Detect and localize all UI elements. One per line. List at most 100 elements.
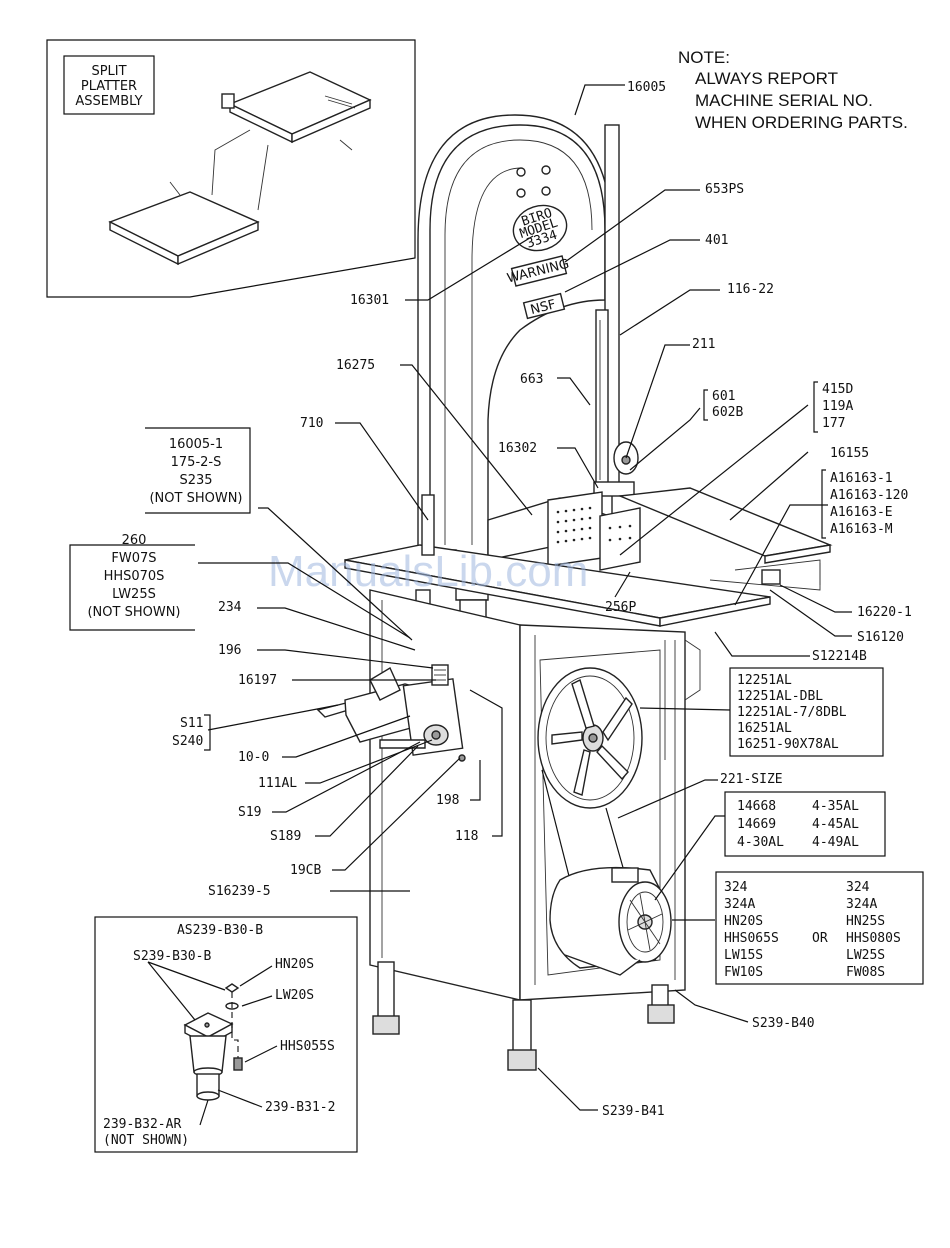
label-19cb: 19CB [290, 863, 321, 878]
group-260-line-1: 260 [122, 533, 147, 548]
label-16005: 16005 [627, 80, 666, 95]
label-211: 211 [692, 337, 715, 352]
label-601: 601 [712, 389, 735, 404]
motor-right-5: LW25S [846, 948, 885, 963]
label-s16120: S16120 [857, 630, 904, 645]
guard-perforations [556, 506, 632, 544]
group-12251-line-2: 12251AL-DBL [737, 689, 823, 704]
label-239-b31-2: 239-B31-2 [265, 1100, 335, 1115]
group-14668-r3c2: 4-49AL [812, 835, 859, 850]
motor-left-4: HHS065S [724, 931, 779, 946]
label-s239-b41: S239-B41 [602, 1104, 665, 1119]
motor-left-6: FW10S [724, 965, 763, 980]
bracket-601 [703, 389, 708, 421]
label-198: 198 [436, 793, 459, 808]
group-12251-line-3: 12251AL-7/8DBL [737, 705, 847, 720]
label-415d: 415D [822, 382, 853, 397]
note-line-4: WHEN ORDERING PARTS. [695, 113, 908, 132]
label-s11: S11 [180, 716, 203, 731]
lower-platter-drawing [108, 181, 260, 266]
label-s19: S19 [238, 805, 261, 820]
inset-label-2: PLATTER [81, 79, 137, 94]
note-line-3: MACHINE SERIAL NO. [695, 91, 873, 110]
motor-or: OR [812, 931, 828, 946]
group-14668-r2c2: 4-45AL [812, 817, 859, 832]
legs [372, 961, 675, 1071]
label-16301: 16301 [350, 293, 389, 308]
label-s239-b30-b: S239-B30-B [133, 949, 211, 964]
label-16155: 16155 [830, 446, 869, 461]
motor [549, 866, 672, 976]
label-710: 710 [300, 416, 323, 431]
label-256p: 256P [605, 600, 636, 615]
group-12251al: 12251AL 12251AL-DBL 12251AL-7/8DBL 16251… [729, 667, 884, 757]
label-401: 401 [705, 233, 728, 248]
label-a16163-120: A16163-120 [830, 488, 908, 503]
label-602b: 602B [712, 405, 743, 420]
nsf-plate: NSF [529, 297, 557, 318]
group-16005-1-line-4: (NOT SHOWN) [149, 491, 242, 506]
group-14668: 14668 4-35AL 14669 4-45AL 4-30AL 4-49AL [724, 791, 886, 857]
label-118: 118 [455, 829, 478, 844]
band-saw-machine: BIRO MODEL 3334 WARNING NSF [316, 114, 833, 1071]
group-14668-r1c1: 14668 [737, 799, 776, 814]
label-663: 663 [520, 372, 543, 387]
label-a16163-1: A16163-1 [830, 471, 893, 486]
bracket-s11 [204, 714, 211, 751]
label-177: 177 [822, 416, 845, 431]
label-a16163-m: A16163-M [830, 522, 893, 537]
bracket-a16163 [821, 469, 826, 539]
group-260-line-2: FW07S [111, 551, 156, 566]
motor-right-4: HHS080S [846, 931, 901, 946]
label-16220-1: 16220-1 [857, 605, 912, 620]
label-16302: 16302 [498, 441, 537, 456]
label-s12214b: S12214B [812, 649, 867, 664]
group-14668-r2c1: 14669 [737, 817, 776, 832]
foot-assembly-title: AS239-B30-B [177, 923, 263, 938]
group-12251-line-1: 12251AL [737, 673, 792, 688]
cover-hole [541, 165, 551, 175]
motor-left-3: HN20S [724, 914, 763, 929]
motor-left-5: LW15S [724, 948, 763, 963]
group-260-line-5: (NOT SHOWN) [87, 605, 180, 620]
part-labels: 16005 653PS 401 116-22 16301 211 16275 6… [172, 80, 912, 1119]
label-hn20s: HN20S [275, 957, 314, 972]
inset-label-1: SPLIT [91, 64, 126, 79]
label-234: 234 [218, 600, 242, 615]
group-motor: 324 324A HN20S HHS065S LW15S FW10S OR 32… [715, 871, 924, 985]
group-16005-1-line-3: S235 [179, 473, 212, 488]
label-10-0: 10-0 [238, 750, 269, 765]
label-116-22: 116-22 [727, 282, 774, 297]
label-lw20s: LW20S [275, 988, 314, 1003]
motor-left-2: 324A [724, 897, 755, 912]
motor-right-3: HN25S [846, 914, 885, 929]
group-12251-line-5: 16251-90X78AL [737, 737, 839, 752]
group-14668-r3c1: 4-30AL [737, 835, 784, 850]
label-s189: S189 [270, 829, 301, 844]
label-s240: S240 [172, 734, 203, 749]
cover-hole [516, 167, 526, 177]
inset-label-3: ASSEMBLY [75, 94, 142, 109]
group-14668-r1c2: 4-35AL [812, 799, 859, 814]
cover-hole [516, 188, 526, 198]
label-196: 196 [218, 643, 241, 658]
label-a16163-e: A16163-E [830, 505, 893, 520]
motor-right-6: FW08S [846, 965, 885, 980]
label-239-b32-ar: 239-B32-AR [103, 1117, 181, 1132]
upper-table [617, 487, 833, 557]
watermark: ManualsLib.com [268, 547, 588, 596]
label-221-size: 221-SIZE [720, 772, 783, 787]
label-653ps: 653PS [705, 182, 744, 197]
label-111al: 111AL [258, 776, 297, 791]
label-16197: 16197 [238, 673, 277, 688]
bracket-415d [813, 381, 818, 433]
group-260-line-3: HHS070S [104, 569, 165, 584]
label-s16239-5: S16239-5 [208, 884, 271, 899]
group-16005-1: 16005-1 175-2-S S235 (NOT SHOWN) [145, 427, 251, 514]
label-16275: 16275 [336, 358, 375, 373]
group-260-line-4: LW25S [112, 587, 156, 602]
pusher-assembly [316, 664, 466, 762]
group-16005-1-line-1: 16005-1 [169, 437, 223, 452]
label-hhs055s: HHS055S [280, 1039, 335, 1054]
